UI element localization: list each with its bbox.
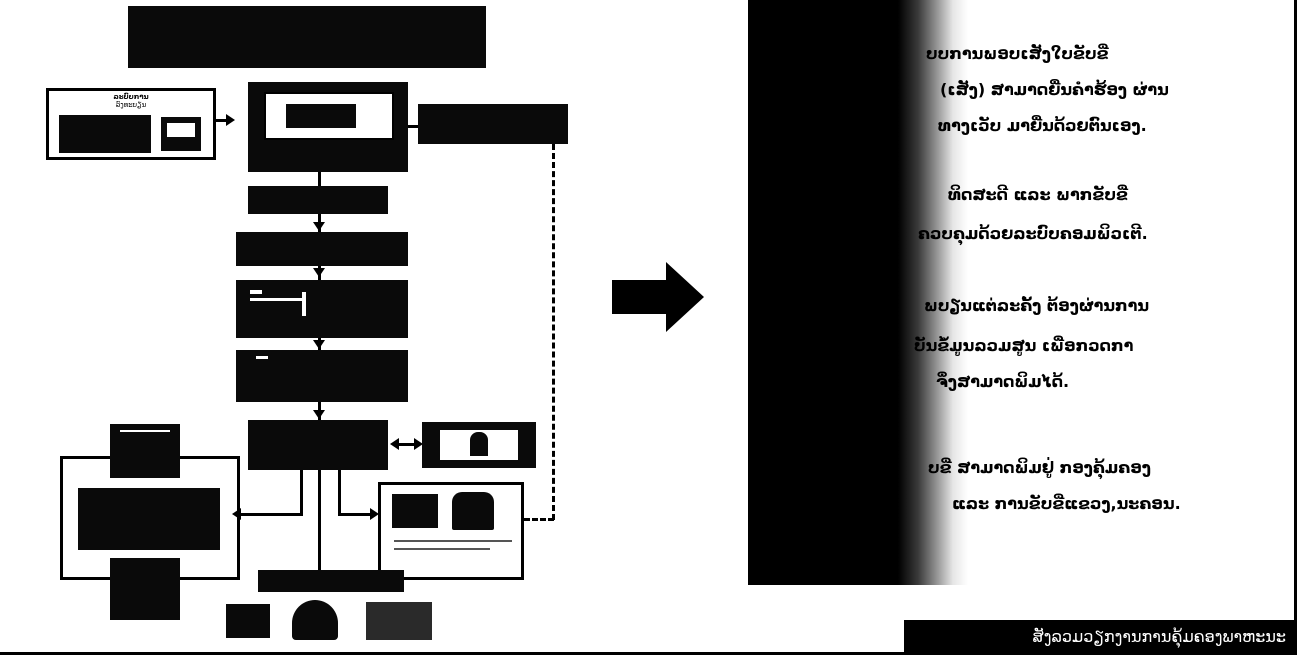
- arrow-step-3: [313, 268, 325, 277]
- output-card-3: [110, 558, 180, 620]
- photo-portrait-icon: [470, 432, 488, 456]
- print-card-printer-icon: [452, 492, 494, 530]
- print-card-caption-line-1: [394, 540, 512, 542]
- step-1: [248, 186, 388, 214]
- step-4-detail: [256, 356, 268, 359]
- input-arrow: [226, 114, 235, 126]
- panel-line: (ເສັງ) ສາມາດຍື່ນຄຳຮ້ອງ ຜ່ານ: [940, 80, 1169, 99]
- output-card-2: [78, 488, 220, 550]
- step-3-detail-b: [250, 298, 306, 301]
- hub-box: [248, 420, 388, 470]
- input-connector: [216, 119, 228, 122]
- hub-arrow-left: [390, 438, 399, 450]
- panel-line: ຄວບຄຸມດ້ວຍລະບົບຄອມພິວເຕີ.: [918, 224, 1148, 243]
- final-card-icon: [292, 600, 338, 640]
- final-step-bar: [258, 570, 404, 592]
- arrow-step-4: [313, 340, 325, 349]
- arrow-step-2: [313, 222, 325, 231]
- dashed-connector-bottom: [524, 518, 554, 521]
- main-terminal-icon: [286, 104, 356, 128]
- right-output-arrow: [370, 508, 379, 520]
- panel-line: ພບຽນແຕ່ລະຄັ້ງ ຕ້ອງຜ່ານການ: [924, 296, 1150, 315]
- input-card-screen: [59, 115, 151, 153]
- input-card-label-top: ລະບົບການ: [113, 93, 149, 101]
- summary-panel: ບບການພອບເສັງໃບຂັບຂີ່ (ເສັງ) ສາມາດຍື່ນຄຳຮ…: [748, 0, 1294, 585]
- input-card-monitor-screen: [167, 123, 195, 137]
- hub-branch-left: [300, 470, 303, 516]
- flow-direction-arrow-icon: [612, 262, 704, 332]
- input-card: ລະບົບການ ລົງທະບຽນ: [46, 88, 216, 160]
- left-output-arrow: [232, 508, 241, 520]
- panel-line: ຈຶ່ງສາມາດພິມໄດ້.: [936, 372, 1070, 391]
- dashed-connector-right: [552, 144, 555, 520]
- hub-branch-right: [338, 470, 341, 516]
- step-3-detail-a: [250, 290, 262, 294]
- step-2: [236, 232, 408, 266]
- step-3: [236, 280, 408, 338]
- step-3-detail-c: [302, 292, 306, 316]
- arrow-step-5: [313, 410, 325, 419]
- input-card-label-bottom: ລົງທະບຽນ: [115, 101, 147, 109]
- panel-line: ບັນຂໍ້ມູນລວມສູນ ເພື່ອກວດກາ: [914, 336, 1134, 355]
- panel-line: ທິດສະດີ ແລະ ພາກຂັບຂີ່: [948, 185, 1128, 204]
- hub-arrow-right: [414, 438, 423, 450]
- hub-to-right-connector: [338, 513, 372, 516]
- panel-line: ບບການພອບເສັງໃບຂັບຂີ່: [926, 44, 1109, 63]
- output-card-1: [110, 424, 180, 478]
- footer-caption-bar: ສັງລວມວຽກງານການຄຸ້ມຄອງພາຫະນະ: [904, 620, 1294, 652]
- flowchart-title-bar: [128, 6, 486, 68]
- print-card-caption-line-2: [394, 548, 490, 550]
- final-computer-icon: [226, 604, 270, 638]
- hub-photo-connector: [398, 443, 414, 446]
- print-card-computer-icon: [392, 494, 438, 528]
- panel-line: ທາງເວັບ ມາຍື່ນດ້ວຍຕົນເອງ.: [938, 116, 1147, 135]
- output-card-1-screen: [120, 430, 170, 432]
- dashed-connector-top: [408, 125, 420, 128]
- hub-to-left-connector: [240, 513, 302, 516]
- server-box: [418, 104, 568, 144]
- footer-caption: ສັງລວມວຽກງານການຄຸ້ມຄອງພາຫະນະ: [1032, 627, 1287, 646]
- panel-line: ແລະ ການຂັບຂີ່ແຂວງ,ນະຄອນ.: [952, 494, 1181, 513]
- panel-line: ບຂີ່ ສາມາດພິມຢູ່ ກອງຄຸ້ມຄອງ: [928, 458, 1151, 477]
- final-printer-icon: [366, 602, 432, 640]
